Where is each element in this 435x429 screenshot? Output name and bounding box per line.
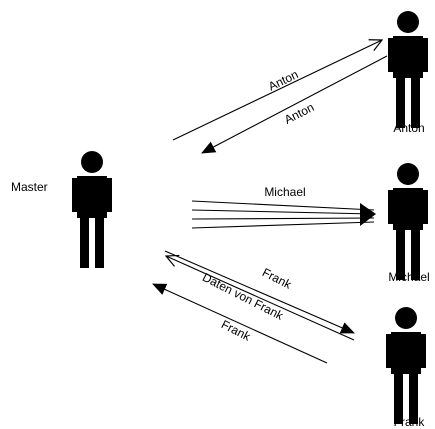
michael-arrow-4 (191, 221, 375, 229)
frank-data-arrow (166, 256, 355, 341)
frank-person-icon (386, 307, 426, 424)
michael-arrowheads (360, 203, 376, 226)
michael-label: Michael (388, 270, 429, 284)
anton-response-arrow (201, 55, 388, 154)
frank-request-label: Frank (260, 265, 295, 292)
anton-request-label: Anton (266, 67, 300, 93)
michael-arrow-2 (191, 209, 375, 215)
michael-arrow-label: Michael (264, 185, 305, 199)
anton-request-arrow (172, 40, 382, 141)
master-person-icon (72, 151, 112, 268)
frank-request-arrow (164, 250, 355, 334)
anton-response-label: Anton (282, 100, 316, 127)
master-label: Master (11, 180, 48, 194)
frank-label: Frank (394, 415, 426, 429)
anton-person-icon (388, 11, 428, 128)
michael-person-icon (388, 163, 428, 280)
michael-arrow-3 (191, 217, 375, 220)
frank-response-arrow (152, 283, 328, 364)
michael-arrow-1 (191, 200, 375, 211)
anton-label: Anton (393, 121, 424, 135)
